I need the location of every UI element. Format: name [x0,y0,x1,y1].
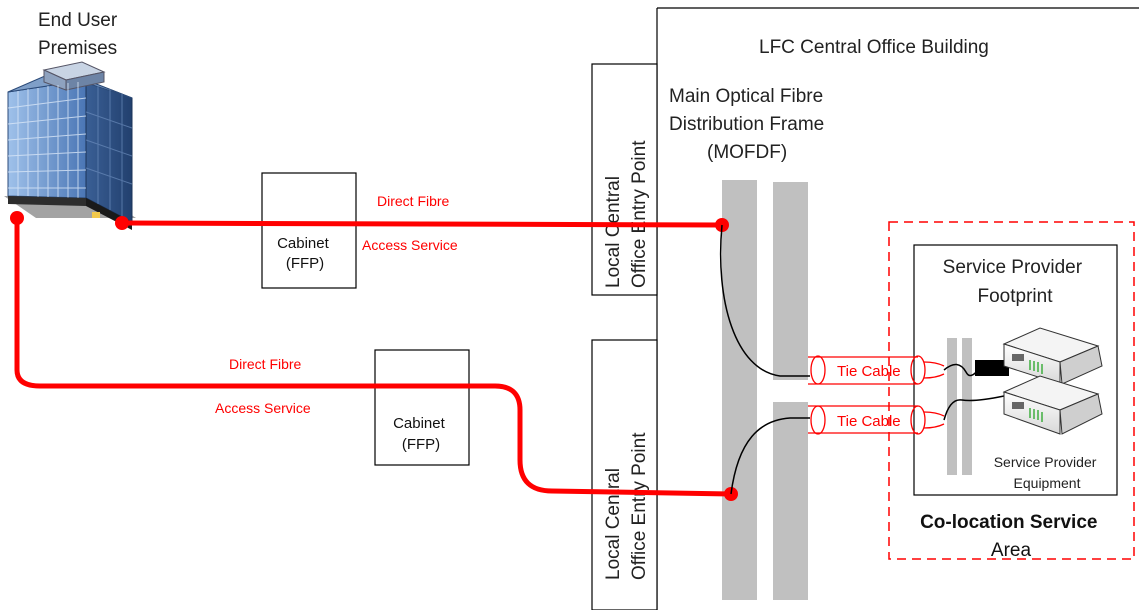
tie-cable-top [808,355,945,385]
entry-point-top-label: Local Central Office Entry Point [603,140,650,288]
colocation-line1: Co-location Service [920,512,1097,533]
cabinet-top-line2: (FFP) [286,255,324,272]
equipment-patch-block [975,360,1009,376]
mofdf-line3: (MOFDF) [707,142,787,163]
lfc-building-title: LFC Central Office Building [759,37,989,58]
colocation-line2: Area [991,540,1032,561]
footprint-line1: Service Provider [943,257,1083,278]
mofdf-line2: Distribution Frame [669,114,824,135]
cabinet-bottom-label: Cabinet (FFP) [393,415,449,453]
cabinet-top-line1: Cabinet [277,235,330,252]
cabinet-top [261,172,357,289]
cabinet-bottom [374,349,470,466]
end-user-label: End User Premises [38,10,122,59]
fibre-bottom-line2: Access Service [215,400,311,416]
entry-point-bottom-box [591,339,658,610]
cabinet-top-label: Cabinet (FFP) [277,235,333,272]
equipment-label: Service Provider Equipment [994,454,1101,491]
office-building-icon [4,61,136,230]
entry-point-top-box [591,63,658,296]
end-user-line2: Premises [38,38,117,59]
footprint-label: Service Provider Footprint [943,257,1088,307]
equipment-line2: Equipment [1014,475,1081,491]
fibre-paths [10,211,738,501]
fibre-top-label: Direct Fibre Access Service [362,193,458,253]
fibre-top-line2: Access Service [362,237,458,253]
entry-point-bottom-line1: Local Central [603,468,624,580]
cabinet-bottom-line1: Cabinet [393,415,446,432]
tie-cable-bottom [808,405,945,435]
colocation-area [888,221,1135,560]
fibre-endpoint-building-top [115,216,129,230]
fibre-endpoint-building-bottom [10,211,24,225]
equipment-line1: Service Provider [994,454,1097,470]
colocation-label: Co-location Service Area [920,512,1102,561]
footprint-rack-left [947,338,957,475]
network-switch-icon [1002,327,1103,435]
mofdf-label: Main Optical Fibre Distribution Frame (M… [669,86,830,163]
tie-cable-bottom-label: Tie Cable [837,413,901,430]
mofdf-frame [722,180,808,600]
patch-cords [719,224,810,495]
footprint-rack-right [962,338,972,475]
fibre-bottom-line1: Direct Fibre [229,356,302,372]
entry-point-top-line2: Office Entry Point [629,140,650,288]
fibre-top-line1: Direct Fibre [377,193,450,209]
entry-point-bottom-line2: Office Entry Point [629,432,650,580]
end-user-line1: End User [38,10,118,31]
tie-cable-top-label: Tie Cable [837,363,901,380]
equipment-cords [943,363,1005,421]
cabinet-bottom-line2: (FFP) [402,436,440,453]
footprint-line2: Footprint [978,286,1054,307]
fibre-bottom-label: Direct Fibre Access Service [215,356,311,416]
entry-point-top-line1: Local Central [603,176,624,288]
mofdf-line1: Main Optical Fibre [669,86,823,107]
entry-point-bottom-label: Local Central Office Entry Point [603,432,650,580]
